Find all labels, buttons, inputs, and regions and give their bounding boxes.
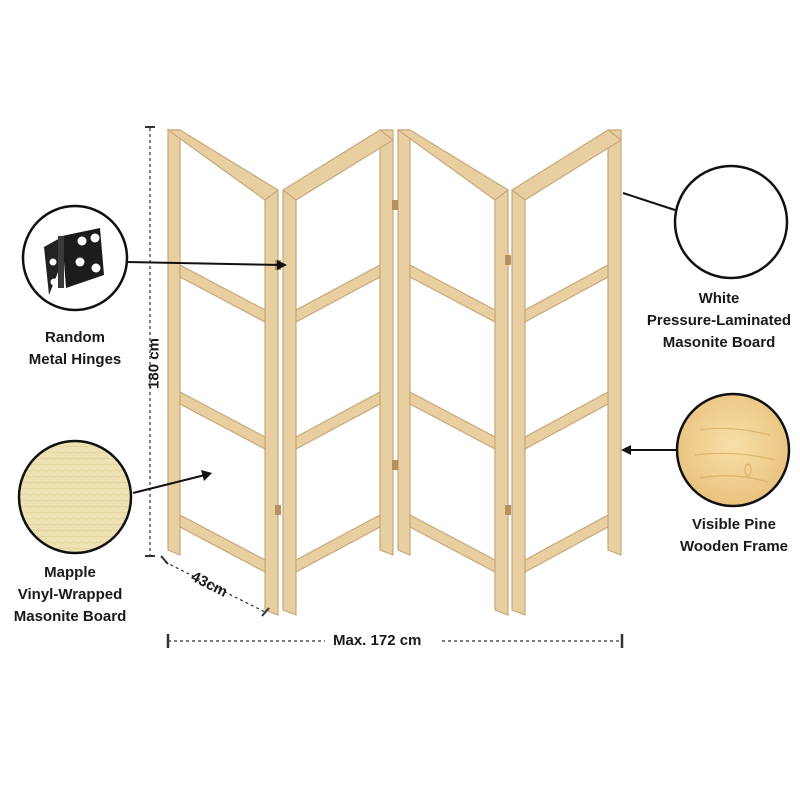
pine-swatch	[675, 392, 791, 508]
maple-callout	[17, 439, 212, 555]
white-label: White Pressure-Laminated Masonite Board	[638, 288, 800, 354]
width-dimension-label: Max. 172 cm	[333, 632, 422, 649]
hinge-icon	[44, 228, 104, 295]
panel-2	[281, 129, 395, 616]
white-label-line-1: White	[698, 290, 740, 307]
panel-4	[510, 129, 623, 616]
panel-1	[166, 129, 280, 616]
pine-label-line-2: Wooden Frame	[679, 538, 789, 555]
panel-3	[396, 129, 510, 616]
maple-label: Mapple Vinyl-Wrapped Masonite Board	[0, 562, 140, 628]
hinges-label: Random Metal Hinges	[10, 327, 140, 371]
maple-label-line-3: Masonite Board	[13, 608, 127, 625]
white-label-line-3: Masonite Board	[662, 334, 776, 351]
height-dimension-label: 180 cm	[145, 338, 163, 389]
pine-callout	[621, 392, 791, 508]
hinges-label-line-1: Random	[45, 329, 105, 346]
maple-label-line-1: Mapple	[44, 564, 96, 581]
width-dimension	[166, 634, 624, 648]
height-dimension	[145, 126, 155, 557]
white-swatch	[673, 164, 789, 280]
white-callout	[622, 164, 789, 280]
folding-screen	[166, 129, 623, 616]
maple-swatch	[17, 439, 133, 555]
pine-label-line-1: Visible Pine	[692, 516, 776, 533]
maple-label-line-2: Vinyl-Wrapped	[17, 586, 123, 603]
hinges-label-line-2: Metal Hinges	[28, 351, 122, 368]
pine-label: Visible Pine Wooden Frame	[668, 514, 800, 558]
depth-dimension	[160, 555, 270, 617]
white-label-line-2: Pressure-Laminated	[646, 312, 792, 329]
hinge-callout	[21, 204, 287, 312]
